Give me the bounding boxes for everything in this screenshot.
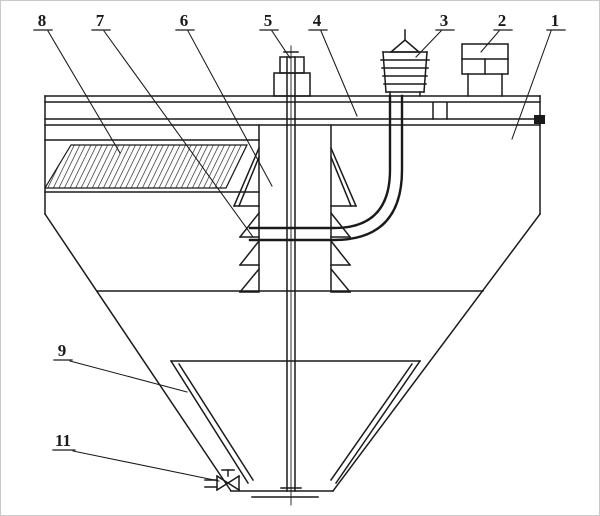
label-3: 3: [415, 11, 455, 58]
reference-labels: 8 7 6 5 4: [33, 11, 566, 482]
label-9: 9: [53, 341, 188, 393]
label-2: 2: [480, 11, 513, 53]
label-3-text: 3: [440, 11, 449, 30]
plate-pack-hatch: [43, 144, 248, 189]
inner-cone: [169, 359, 422, 485]
inclined-plate-pack: [43, 139, 260, 193]
leader-line-9: [69, 360, 188, 393]
leader-line-3: [415, 30, 442, 58]
label-11-text: 11: [55, 431, 71, 450]
shaft-top-coupling: [279, 56, 305, 74]
tank-shell: [43, 95, 545, 498]
leader-line-2: [480, 30, 500, 53]
label-7-text: 7: [96, 11, 105, 30]
feedwell-column: [233, 124, 357, 292]
discharge-valve: [204, 469, 241, 492]
label-11: 11: [52, 431, 220, 482]
leader-line-8: [47, 30, 121, 154]
label-9-text: 9: [58, 341, 67, 360]
leader-line-11: [72, 450, 220, 482]
label-8-text: 8: [38, 11, 47, 30]
leader-line-1: [511, 30, 552, 140]
label-6-text: 6: [180, 11, 189, 30]
label-2-text: 2: [498, 11, 507, 30]
label-5-text: 5: [264, 11, 273, 30]
shaft-support-stand: [273, 72, 311, 97]
leader-line-7: [103, 30, 254, 238]
label-8: 8: [33, 11, 121, 154]
deflector-fins: [238, 211, 352, 294]
leader-line-6: [187, 30, 273, 187]
overflow-nozzle: [534, 115, 545, 124]
center-shaft: [273, 45, 311, 506]
label-7: 7: [91, 11, 254, 238]
label-1: 1: [511, 11, 566, 140]
leader-line-4: [320, 30, 358, 117]
header-box: [461, 43, 509, 97]
label-6: 6: [175, 11, 273, 187]
label-4: 4: [308, 11, 358, 117]
feed-pipe: [248, 94, 404, 242]
drive-motor: [380, 29, 430, 97]
label-1-text: 1: [551, 11, 560, 30]
leader-line-5: [271, 30, 291, 59]
bridge-deck: [44, 95, 541, 126]
label-4-text: 4: [313, 11, 322, 30]
label-5: 5: [259, 11, 291, 59]
